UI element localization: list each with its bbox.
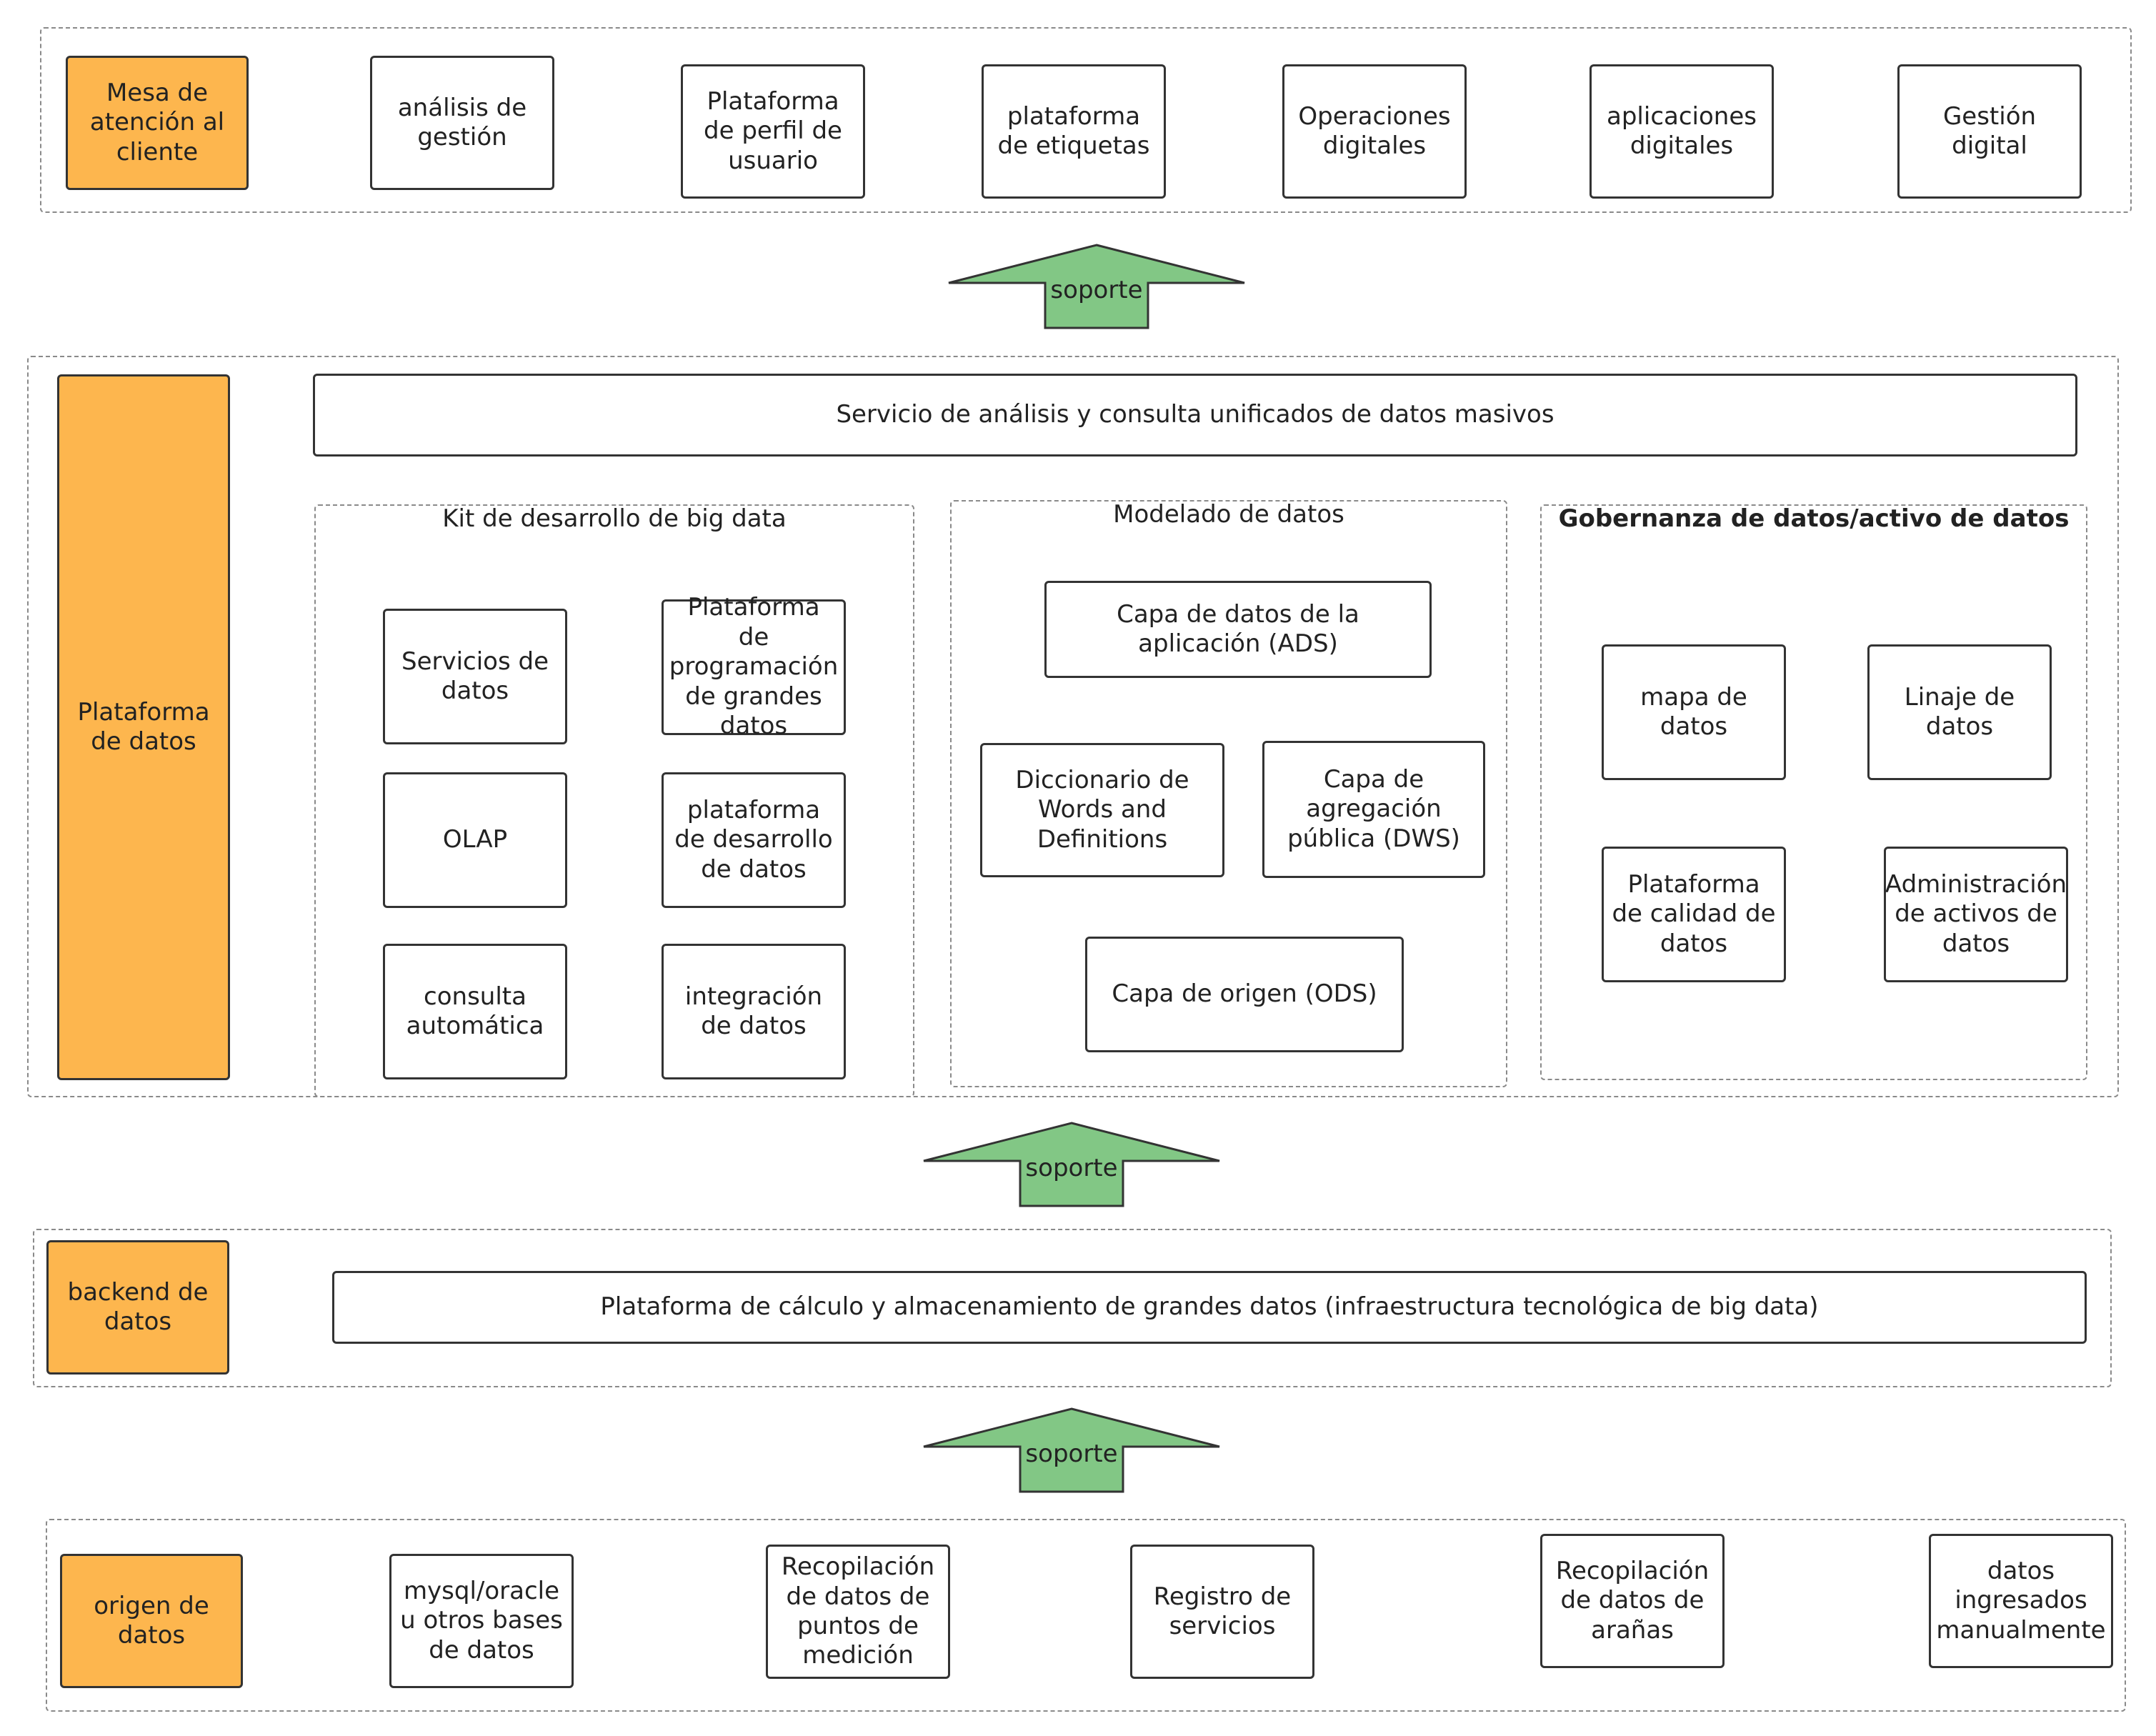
- layer-label-data-platform: Plataforma de datos: [57, 374, 230, 1080]
- modeling-dws-layer: Capa de agregación pública (DWS): [1262, 741, 1485, 878]
- source-service-logs: Registro de servicios: [1130, 1545, 1314, 1679]
- app-management-analysis: análisis de gestión: [370, 56, 554, 190]
- support-arrow-2: [923, 1122, 1220, 1207]
- application-layer: [40, 27, 2132, 213]
- gov-data-map: mapa de datos: [1602, 644, 1786, 780]
- kit-automatic-query: consulta automática: [383, 944, 567, 1079]
- app-user-profile-platform: Plataforma de perfil de usuario: [681, 64, 865, 199]
- modeling-ods-layer: Capa de origen (ODS): [1085, 937, 1404, 1052]
- data-governance-title: Gobernanza de datos/activo de datos: [1558, 504, 2070, 533]
- big-data-infrastructure-bar: Plataforma de cálculo y almacenamiento d…: [332, 1271, 2087, 1344]
- source-manual-entry: datos ingresados manualmente: [1929, 1534, 2113, 1668]
- layer-label-data-backend: backend de datos: [46, 1240, 229, 1375]
- data-sources-layer: [46, 1519, 2126, 1712]
- gov-data-lineage: Linaje de datos: [1867, 644, 2052, 780]
- backend-layer: [33, 1229, 2112, 1387]
- support-arrow-3-label: soporte: [1025, 1440, 1118, 1468]
- kit-olap: OLAP: [383, 772, 567, 908]
- support-arrow-3: [923, 1407, 1220, 1493]
- data-modeling-title: Modelado de datos: [1113, 500, 1344, 529]
- modeling-ads-layer: Capa de datos de la aplicación (ADS): [1044, 581, 1432, 678]
- source-spider-collection: Recopilación de datos de arañas: [1540, 1534, 1725, 1668]
- source-measurement-points: Recopilación de datos de puntos de medic…: [766, 1545, 950, 1679]
- support-arrow-1: [948, 244, 1245, 329]
- app-digital-management: Gestión digital: [1897, 64, 2082, 199]
- kit-big-data-programming-platform: Plataforma de programación de grandes da…: [662, 593, 846, 740]
- big-data-kit-group: [314, 504, 914, 1097]
- support-arrow-1-label: soporte: [1050, 276, 1143, 304]
- support-arrow-2-label: soporte: [1025, 1154, 1118, 1182]
- modeling-dictionary: Diccionario de Words and Definitions: [980, 743, 1224, 877]
- gov-data-asset-management: Administración de activos de datos: [1884, 847, 2068, 982]
- layer-label-data-sources: origen de datos: [60, 1554, 243, 1688]
- unified-query-service-bar: Servicio de análisis y consulta unificad…: [313, 374, 2077, 457]
- app-digital-applications: aplicaciones digitales: [1589, 64, 1774, 199]
- source-databases: mysql/oracle u otros bases de datos: [389, 1554, 574, 1688]
- data-modeling-group: [950, 500, 1507, 1087]
- kit-data-development-platform: plataforma de desarrollo de datos: [662, 772, 846, 908]
- kit-data-integration: integración de datos: [662, 944, 846, 1079]
- gov-data-quality-platform: Plataforma de calidad de datos: [1602, 847, 1786, 982]
- app-tag-platform: plataforma de etiquetas: [982, 64, 1166, 199]
- platform-layer: [27, 356, 2119, 1097]
- kit-data-services: Servicios de datos: [383, 609, 567, 744]
- data-governance-group: [1540, 504, 2087, 1080]
- big-data-kit-title: Kit de desarrollo de big data: [442, 504, 787, 533]
- layer-label-customer-desk: Mesa de atención al cliente: [66, 56, 249, 190]
- app-digital-operations: Operaciones digitales: [1282, 64, 1467, 199]
